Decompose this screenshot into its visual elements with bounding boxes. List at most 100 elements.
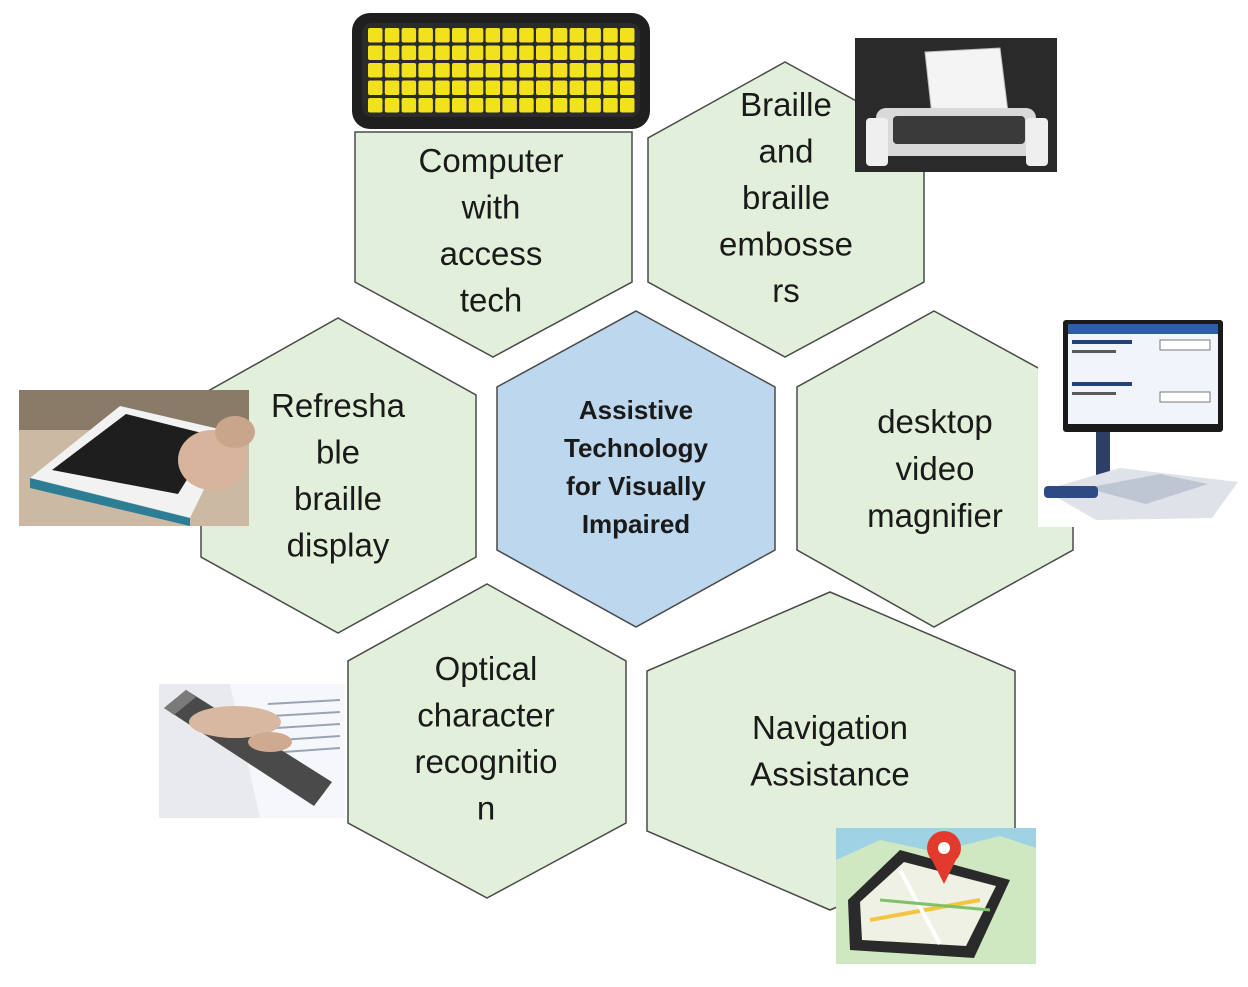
- label-line: Braille: [740, 86, 832, 123]
- label-line: rs: [772, 272, 800, 309]
- keyboard-key: [536, 28, 551, 43]
- keyboard-key: [620, 80, 635, 95]
- label-line: display: [287, 527, 390, 564]
- keyboard-key: [368, 98, 383, 113]
- label-line: with: [461, 189, 521, 226]
- label-line: Assistance: [750, 756, 910, 793]
- keyboard-key: [435, 63, 450, 78]
- label-line: and: [758, 133, 813, 170]
- keyboard-key: [603, 28, 618, 43]
- keyboard-key: [519, 45, 534, 60]
- keyboard-key: [536, 80, 551, 95]
- video-magnifier-icon: [1038, 320, 1240, 527]
- keyboard-key: [384, 28, 400, 43]
- label-line: access: [440, 235, 543, 272]
- keyboard-key: [368, 28, 383, 43]
- label-line: character: [417, 697, 555, 734]
- map-pin-phone-icon: [836, 828, 1036, 964]
- keyboard-key: [418, 45, 433, 60]
- label-video-magnifier: desktop video magnifier: [867, 403, 1003, 534]
- label-line: tech: [460, 282, 522, 319]
- keyboard-key: [502, 45, 517, 60]
- keyboard-key: [502, 28, 517, 43]
- hex-center: [496, 310, 776, 628]
- label-line: Technology: [564, 433, 709, 463]
- label-line: embosse: [719, 226, 853, 263]
- keyboard-key: [519, 63, 534, 78]
- keyboard-key: [552, 98, 568, 113]
- keyboard-key: [452, 80, 467, 95]
- keyboard-key: [536, 63, 551, 78]
- keyboard-key: [435, 80, 450, 95]
- label-line: magnifier: [867, 497, 1003, 534]
- keyboard-key: [536, 98, 551, 113]
- keyboard-key: [485, 45, 501, 60]
- keyboard-key: [620, 45, 635, 60]
- keyboard-key: [485, 28, 501, 43]
- keyboard-key: [418, 98, 433, 113]
- label-line: Impaired: [582, 509, 690, 539]
- keyboard-key: [586, 28, 601, 43]
- keyboard-key: [586, 63, 601, 78]
- keyboard-key: [468, 28, 484, 43]
- keyboard-key: [586, 45, 601, 60]
- keyboard-key: [502, 80, 517, 95]
- keyboard-key: [368, 45, 383, 60]
- keyboard-key: [418, 63, 433, 78]
- keyboard-key: [603, 98, 618, 113]
- keyboard-key: [620, 98, 635, 113]
- keyboard-icon: [352, 13, 650, 129]
- keyboard-key: [586, 98, 601, 113]
- keyboard-key: [384, 80, 400, 95]
- keyboard-key: [569, 80, 585, 95]
- label-line: Assistive: [579, 395, 693, 425]
- keyboard-key: [603, 63, 618, 78]
- ocr-scanner-pen-icon: [159, 684, 345, 818]
- braille-embosser-icon: [855, 38, 1057, 172]
- keyboard-key: [569, 98, 585, 113]
- label-line: Refresha: [271, 387, 406, 424]
- keyboard-key: [502, 98, 517, 113]
- keyboard-key: [552, 63, 568, 78]
- keyboard-key: [468, 80, 484, 95]
- label-line: Computer: [419, 142, 564, 179]
- label-line: video: [896, 450, 975, 487]
- keyboard-key: [401, 28, 417, 43]
- label-line: ble: [316, 434, 360, 471]
- keyboard-key: [603, 45, 618, 60]
- keyboard-key: [401, 98, 417, 113]
- keyboard-key: [552, 45, 568, 60]
- label-line: Optical: [435, 650, 538, 687]
- keyboard-key: [552, 80, 568, 95]
- keyboard-key: [435, 45, 450, 60]
- keyboard-key: [569, 28, 585, 43]
- keyboard-key: [569, 45, 585, 60]
- hex-computer: [354, 131, 633, 358]
- keyboard-key: [620, 28, 635, 43]
- keyboard-key: [452, 28, 467, 43]
- label-line: recognitio: [414, 743, 557, 780]
- keyboard-key: [384, 63, 400, 78]
- keyboard-key: [468, 45, 484, 60]
- label-line: desktop: [877, 403, 993, 440]
- keyboard-key: [452, 98, 467, 113]
- keyboard-key: [452, 63, 467, 78]
- keyboard-key: [435, 98, 450, 113]
- keyboard-key: [401, 63, 417, 78]
- keyboard-key: [401, 45, 417, 60]
- label-line: Navigation: [752, 709, 908, 746]
- label-line: n: [477, 790, 495, 827]
- keyboard-key: [368, 63, 383, 78]
- keyboard-key: [536, 45, 551, 60]
- keyboard-key: [418, 28, 433, 43]
- keyboard-key: [485, 98, 501, 113]
- braille-display-icon: [19, 390, 255, 526]
- keyboard-key: [435, 28, 450, 43]
- keyboard-key: [586, 80, 601, 95]
- keyboard-key: [569, 63, 585, 78]
